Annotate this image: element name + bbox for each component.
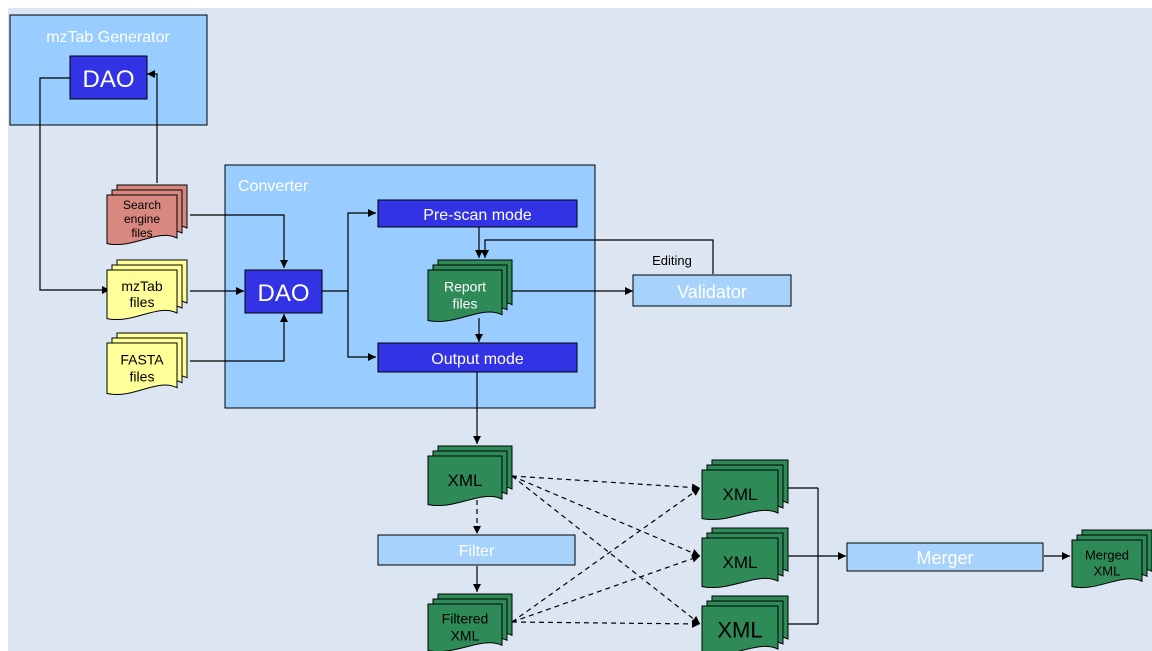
dao-to-output-arrow [347, 291, 376, 361]
xml-to-xml3-arrow [511, 475, 701, 625]
filtered-xml-doc-label: XML [451, 627, 480, 643]
filtered-xml-doc-label: Filtered [442, 610, 489, 626]
report-files-doc-sheet [427, 269, 503, 323]
converter-dao-label: DAO [257, 280, 309, 307]
mztab-files-doc-label: mzTab [121, 278, 162, 294]
xml-set-doc-2: XML [701, 527, 789, 589]
xml-output-doc: XML [427, 445, 513, 507]
merged-xml-doc-label: XML [1094, 564, 1121, 579]
fasta-files-doc-label: files [130, 368, 155, 384]
search-engine-files-doc-label: Search [123, 198, 161, 212]
search-engine-files-doc-sheet [106, 194, 178, 246]
search-engine-files-doc-label: files [131, 226, 152, 240]
fasta-files-doc-sheet [106, 342, 178, 396]
merger-label: Merger [916, 548, 973, 568]
prescan-mode-label: Pre-scan mode [423, 207, 532, 224]
validator-label: Validator [677, 282, 747, 302]
report-files-doc-label: Report [444, 278, 486, 294]
xml-set-doc-3-label: XML [717, 618, 762, 643]
converter-title: Converter [238, 178, 309, 195]
filtered-to-xml2-arrow [511, 554, 701, 623]
editing-loop-arrow [481, 239, 714, 274]
mztab-files-doc-sheet [106, 269, 178, 321]
editing-label: Editing [652, 253, 692, 268]
generator-dao-label: DAO [82, 66, 134, 93]
validator-box [632, 274, 792, 307]
dashed-connectors [473, 475, 701, 628]
xml-set-doc-1-sheet [701, 469, 779, 521]
xml-to-xml1-arrow [511, 475, 701, 492]
generator-title: mzTab Generator [46, 29, 170, 46]
filter-label: Filter [459, 543, 495, 560]
xml-set-doc-3-sheet [701, 605, 779, 651]
fasta-files-doc-label: FASTA [120, 351, 164, 367]
xml-set-doc-1-label: XML [723, 485, 758, 504]
xml-set-doc-1: XML [701, 459, 789, 521]
xml-output-doc-sheet [427, 455, 503, 507]
filtered-to-xml1-arrow [511, 487, 701, 623]
dao-to-prescan-arrow [347, 209, 376, 291]
prescan-mode-box [377, 199, 578, 228]
search-engine-files-doc-label: engine [124, 212, 160, 226]
converter-container: Converter DAO Pre-scan mode Output mode [224, 164, 596, 409]
xml-to-xml2-arrow [511, 475, 701, 557]
merged-xml-doc-label: Merged [1085, 548, 1129, 563]
mztab-files-doc-label: files [130, 294, 155, 310]
search-to-generator-arrow [147, 70, 158, 183]
document-stacks: SearchenginefilesmzTabfilesFASTAfilesRep… [106, 184, 1152, 651]
xml-set-doc-2-sheet [701, 537, 779, 589]
connectors [39, 70, 1070, 625]
generator-to-mztab-arrow [39, 77, 110, 294]
merger-box [846, 542, 1044, 572]
merged-xml-doc-sheet [1071, 539, 1143, 589]
report-files-doc-label: files [453, 295, 478, 311]
xml-set-doc-2-label: XML [723, 553, 758, 572]
output-mode-label: Output mode [431, 351, 524, 368]
xml-set-doc-3: XML [701, 595, 789, 651]
filtered-xml-doc-sheet [427, 603, 503, 651]
filter-box [377, 534, 576, 566]
filtered-to-xml3-arrow [511, 619, 701, 628]
converter-dao-box [244, 269, 323, 314]
search-to-dao-arrow [190, 214, 288, 268]
fasta-to-dao-arrow [190, 314, 288, 362]
xml-output-doc-label: XML [448, 471, 483, 490]
